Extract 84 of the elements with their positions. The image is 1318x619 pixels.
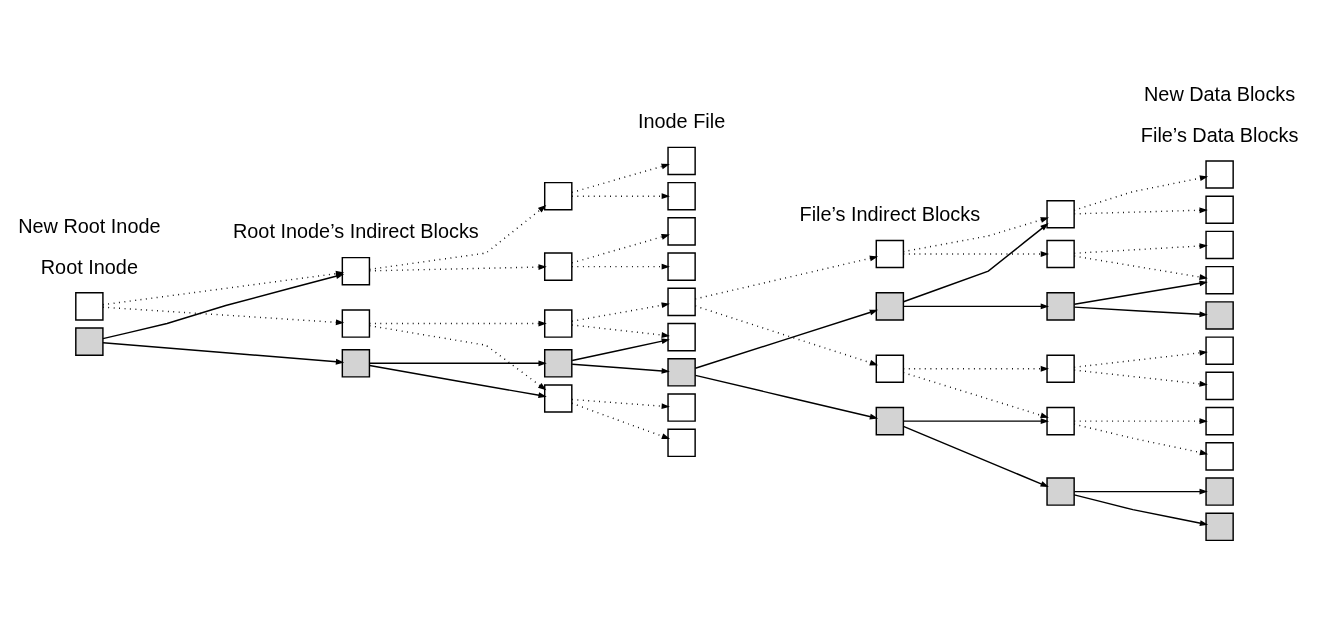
arrow [1073, 493, 1209, 526]
arrow [1073, 349, 1208, 368]
arrow [902, 216, 1050, 252]
node-box [1205, 230, 1234, 259]
label: File’s Indirect Blocks [799, 202, 981, 225]
arrow [1073, 280, 1208, 305]
arrow [902, 365, 1050, 372]
node-box [875, 291, 905, 321]
arrow [571, 323, 670, 338]
node-box [667, 181, 696, 210]
node-box [1205, 159, 1234, 189]
node-box [75, 326, 104, 356]
arrow [368, 359, 547, 366]
label: New Root Inode [18, 214, 161, 237]
label: Root Inode [40, 255, 138, 277]
arrow [102, 306, 345, 325]
node-box [544, 181, 573, 210]
arrow [571, 402, 671, 439]
node-box [875, 353, 905, 383]
node-box [1046, 353, 1075, 383]
node-box [875, 239, 905, 268]
node-box [667, 216, 696, 246]
arrow [1073, 254, 1208, 280]
node-box [667, 392, 696, 422]
arrow [368, 364, 547, 398]
node-box [544, 251, 573, 281]
node-box [1046, 406, 1075, 435]
arrow [694, 374, 879, 419]
arrow [571, 263, 670, 270]
arrow [1073, 422, 1209, 455]
label: Inode File [637, 109, 726, 132]
arrow [902, 425, 1049, 487]
arrow [1073, 488, 1208, 495]
node-box [341, 256, 371, 285]
node-box [341, 348, 371, 378]
arrow [571, 337, 670, 361]
arrow [1073, 417, 1208, 424]
node-box [1046, 239, 1075, 268]
arrow [902, 250, 1050, 257]
node-box [341, 308, 371, 338]
node-box [667, 322, 696, 351]
node-box [544, 308, 573, 338]
label: Root Inode’s Indirect Blocks [232, 219, 479, 242]
arrow [571, 192, 670, 199]
arrow [902, 222, 1049, 302]
arrow [571, 163, 670, 193]
node-box [667, 287, 696, 316]
arrow [1073, 368, 1208, 387]
arrow [902, 302, 1050, 309]
node-box [667, 428, 696, 457]
node-box [75, 291, 104, 321]
arrow [1073, 305, 1208, 317]
node-box [544, 383, 573, 413]
node-box [1205, 300, 1234, 330]
node-box [1205, 371, 1234, 400]
arrow [902, 371, 1049, 418]
label: File’s Data Blocks [1140, 123, 1299, 146]
arrow [102, 341, 345, 365]
node-box [1205, 441, 1234, 471]
node-box [1046, 291, 1075, 321]
node-box [544, 348, 573, 378]
arrow [1073, 174, 1209, 211]
node-box [1046, 199, 1075, 228]
node-box [667, 357, 696, 387]
arrow [1073, 206, 1208, 215]
node-box [875, 406, 905, 435]
arrow [571, 363, 670, 374]
arrow [368, 324, 547, 390]
node-box [1205, 335, 1234, 365]
node-box [1205, 476, 1234, 506]
arrow [571, 233, 670, 264]
node-box [1205, 194, 1234, 224]
node-box [1046, 476, 1075, 506]
arrow [571, 301, 670, 322]
arrow [1073, 242, 1208, 254]
arrow [571, 398, 670, 409]
node-box [1205, 265, 1234, 294]
node-box [667, 251, 696, 281]
node-box [1205, 512, 1234, 541]
arrow [694, 255, 879, 300]
label: New Data Blocks [1144, 82, 1296, 105]
arrow [902, 417, 1050, 424]
node-box [667, 146, 696, 175]
node-box [1205, 406, 1234, 435]
